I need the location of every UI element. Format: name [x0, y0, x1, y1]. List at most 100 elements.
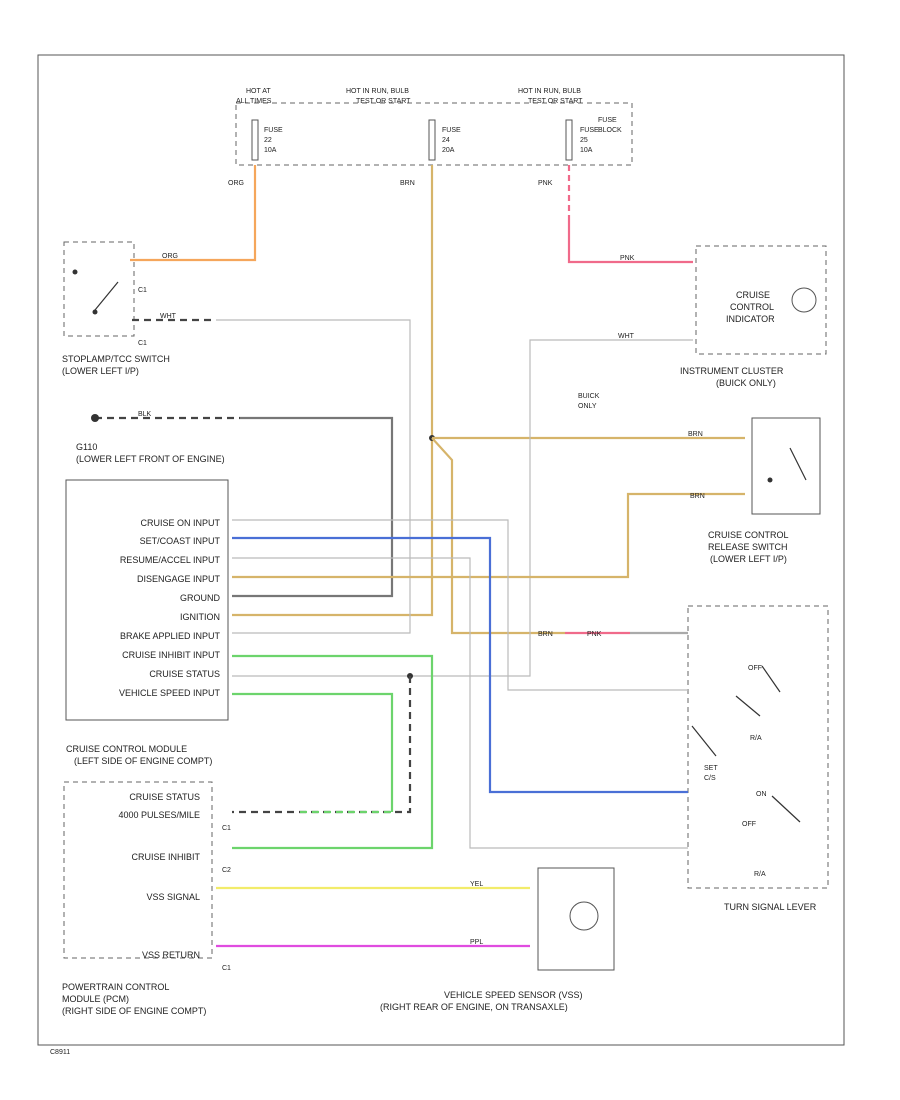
diagram-footer-id: C8911: [50, 1049, 70, 1056]
pcm-title-2: MODULE (PCM): [62, 994, 129, 1004]
svg-text:22: 22: [264, 137, 272, 144]
turn-switch-contact-4: [771, 795, 801, 823]
stoplamp-location: (LOWER LEFT I/P): [62, 366, 139, 376]
pcm-pin-label: 4000 PULSES/MILE: [118, 810, 200, 820]
wire-wht-cruise-status: [232, 339, 693, 677]
turn-off-label: OFF: [748, 665, 762, 672]
release-switch-outline: [751, 417, 821, 515]
vss-title: VEHICLE SPEED SENSOR (VSS): [444, 990, 583, 1000]
wire-wht-brake: [216, 319, 411, 634]
release-title: CRUISE CONTROL: [708, 530, 789, 540]
svg-text:24: 24: [442, 137, 450, 144]
wire-label-brn-4: BRN: [690, 493, 705, 500]
release-title-2: RELEASE SWITCH: [708, 542, 788, 552]
hot-run-label-1b: TEST OR START: [356, 98, 411, 105]
wire-brn-ignition: [232, 165, 434, 617]
module-input-label: RESUME/ACCEL INPUT: [120, 555, 221, 565]
fuse-22: FUSE 22 10A: [251, 119, 283, 161]
stoplamp-conn: C1: [138, 287, 147, 294]
fuse-block-label-2: BLOCK: [598, 127, 622, 134]
pcm-pin-label: VSS SIGNAL: [146, 892, 200, 902]
wire-label-blk: BLK: [138, 411, 152, 418]
svg-text:FUSE: FUSE: [442, 127, 461, 134]
cruise-module-outline: [65, 479, 229, 721]
module-input-label: GROUND: [180, 593, 220, 603]
pcm-pin-label: VSS RETURN: [142, 950, 200, 960]
wire-label-org-2: ORG: [162, 253, 178, 260]
svg-text:20A: 20A: [442, 147, 455, 154]
cruise-module-location: (LEFT SIDE OF ENGINE COMPT): [74, 756, 212, 766]
turn-signal-lever-outline: [687, 605, 829, 889]
turn-switch-contact-2: [735, 695, 761, 717]
turn-ra-label: R/A: [750, 735, 762, 742]
module-input-label: VEHICLE SPEED INPUT: [119, 688, 221, 698]
cruise-indicator-lamp: [791, 287, 817, 313]
vss-location: (RIGHT REAR OF ENGINE, ON TRANSAXLE): [380, 1002, 568, 1012]
stoplamp-switch-outline: [63, 241, 135, 337]
stoplamp-title: STOPLAMP/TCC SWITCH: [62, 354, 170, 364]
hot-run-label-2b: TEST OR START: [528, 98, 583, 105]
module-input-label: IGNITION: [180, 612, 220, 622]
instrument-cluster-outline: [695, 245, 827, 355]
svg-text:25: 25: [580, 137, 588, 144]
wire-label-yel: YEL: [470, 881, 483, 888]
wire-label-wht-2: WHT: [618, 333, 635, 340]
release-switch-contact: [789, 447, 807, 481]
wire-gry-resume: [232, 557, 630, 849]
turn-on-label: ON: [756, 791, 767, 798]
wire-brn-disengage: [232, 492, 745, 579]
fuse-block-label: FUSE: [598, 117, 617, 124]
wire-label-org: ORG: [228, 180, 244, 187]
buick-only-label-2: ONLY: [578, 403, 597, 410]
module-input-label: CRUISE ON INPUT: [140, 518, 220, 528]
pcm-outline: [63, 781, 213, 959]
cruise-module-title: CRUISE CONTROL MODULE: [66, 744, 187, 754]
hot-run-label-2: HOT IN RUN, BULB: [518, 88, 581, 95]
pcm-conn-2: C2: [222, 867, 231, 874]
wire-label-pnk-3: PNK: [587, 631, 602, 638]
fuse-block-outline: [235, 102, 633, 166]
ground-point: [91, 414, 99, 422]
stoplamp-conn-2: C1: [138, 340, 147, 347]
hot-at-all-label-2: ALL TIMES: [236, 98, 272, 105]
wire-label-wht: WHT: [160, 313, 177, 320]
pcm-pin-label: CRUISE INHIBIT: [131, 852, 200, 862]
wire-gry-cruise-on: [232, 519, 630, 691]
module-input-label: CRUISE STATUS: [149, 669, 220, 679]
buick-only-label-1: BUICK: [578, 393, 600, 400]
module-input-label: DISENGAGE INPUT: [137, 574, 221, 584]
turn-cs-label: C/S: [704, 775, 716, 782]
turn-set-label: SET: [704, 765, 718, 772]
turn-switch-contact-1: [761, 665, 781, 693]
turn-ra-label-2: R/A: [754, 871, 766, 878]
turn-switch-contact-3: [691, 725, 717, 757]
cluster-title: INSTRUMENT CLUSTER: [680, 366, 784, 376]
cruise-indicator-label-3: INDICATOR: [726, 314, 775, 324]
pcm-conn-3: C1: [222, 965, 231, 972]
wire-wht-pcm-status: [232, 676, 412, 814]
ground-location: (LOWER LEFT FRONT OF ENGINE): [76, 454, 225, 464]
turn-lever-title: TURN SIGNAL LEVER: [724, 902, 817, 912]
wire-label-brn-2: BRN: [688, 431, 703, 438]
wire-blk-ground: [232, 416, 394, 598]
svg-text:FUSE: FUSE: [264, 127, 283, 134]
wire-dkgrn-vss: [232, 692, 394, 812]
release-location: (LOWER LEFT I/P): [710, 554, 787, 564]
wire-label-pnk-2: PNK: [620, 255, 635, 262]
pcm-location: (RIGHT SIDE OF ENGINE COMPT): [62, 1006, 206, 1016]
diagram-frame: [37, 54, 845, 1046]
wire-label-brn: BRN: [400, 180, 415, 187]
module-input-label: SET/COAST INPUT: [140, 536, 221, 546]
pcm-conn-1: C1: [222, 825, 231, 832]
svg-text:FUSE: FUSE: [580, 127, 599, 134]
wire-label-pnk: PNK: [538, 180, 553, 187]
hot-at-all-label: HOT AT: [246, 88, 271, 95]
module-input-label: CRUISE INHIBIT INPUT: [122, 650, 220, 660]
wire-dkgrn-inhibit: [232, 654, 434, 850]
pcm-title-1: POWERTRAIN CONTROL: [62, 982, 169, 992]
hot-run-label-1: HOT IN RUN, BULB: [346, 88, 409, 95]
cruise-indicator-label-1: CRUISE: [736, 290, 770, 300]
wire-brn-turn: [431, 437, 565, 635]
svg-text:10A: 10A: [580, 147, 593, 154]
